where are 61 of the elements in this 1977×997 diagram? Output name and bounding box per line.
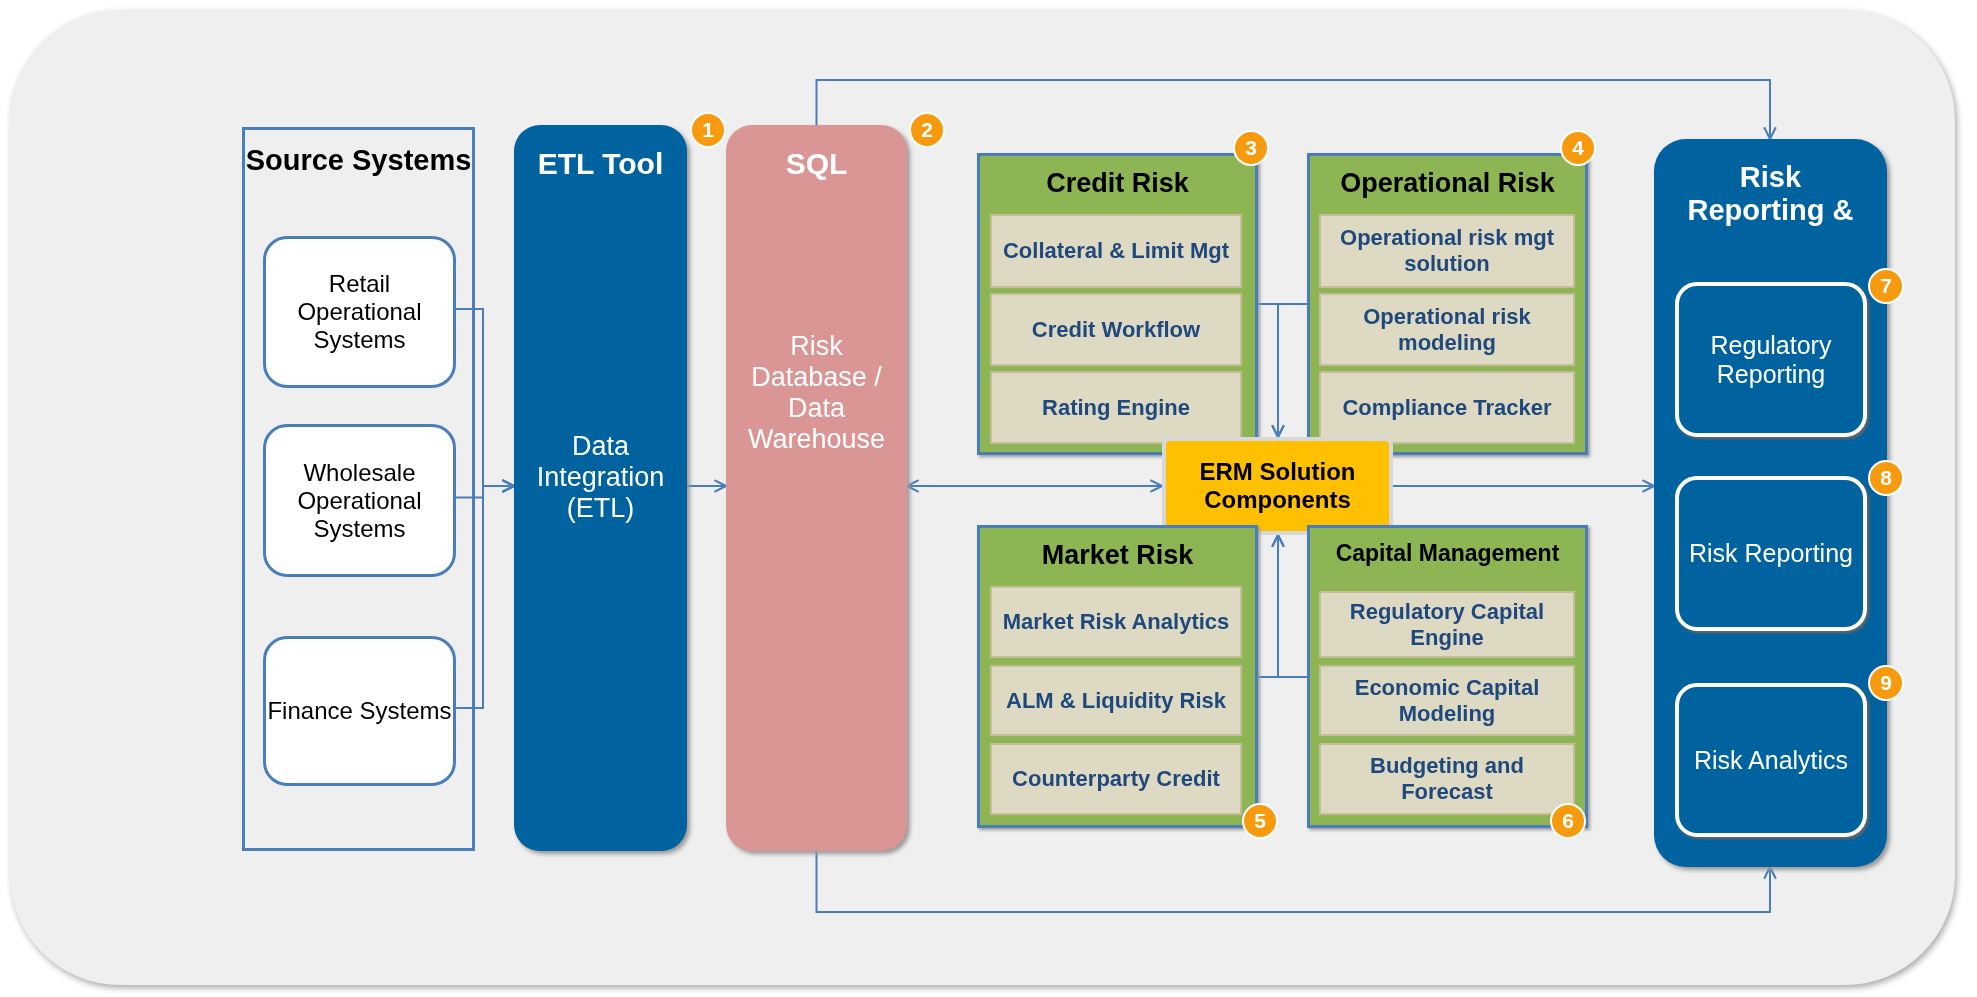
node-label: ERM Solution Components [1198,458,1357,514]
node-label: Operational risk modeling [1362,303,1532,356]
component-box [990,743,1242,815]
node-label: Credit Workflow [1030,316,1202,343]
component-box [990,293,1242,366]
node-label: Collateral & Limit Mgt [1001,238,1231,264]
report-box [1675,683,1867,837]
node-label: Market Risk Analytics [1001,609,1231,635]
node-label: Operational Risk [1340,168,1555,199]
hub-box [1162,437,1393,535]
node-label: Regulatory Reporting [1709,330,1833,389]
node-label: Retail Operational Systems [296,270,423,354]
node-label: Market Risk [1041,540,1194,571]
node-label: Economic Capital Modeling [1353,674,1541,727]
node-label: Source Systems [245,144,472,177]
component-box [990,665,1242,736]
component-box [1319,591,1575,658]
component-box [990,214,1242,288]
node-label: Risk Reporting [1688,539,1854,568]
risk-group-box [1307,153,1588,455]
component-box [1319,293,1575,366]
arrow [905,479,1164,493]
arrow [1271,533,1308,678]
node-label: Capital Management [1335,540,1560,567]
node-label: Finance Systems [267,697,452,725]
node-label: Risk Reporting & [1686,161,1855,227]
node-label: Regulatory Capital Engine [1348,598,1546,651]
arrow [815,79,1777,141]
arrow [686,479,728,493]
component-box [1319,743,1575,815]
node-description: Risk Database / Data Warehouse [746,331,887,455]
node-label: Wholesale Operational Systems [296,458,423,543]
group-box [242,127,475,851]
node-label: Credit Risk [1046,168,1189,199]
arrow [1392,479,1656,493]
node-label: Risk Analytics [1692,745,1850,775]
system-box [263,424,456,577]
component-box [990,371,1242,444]
component-box [1319,665,1575,736]
system-box [263,236,456,388]
arrow [815,850,1777,913]
component-box [1319,371,1575,444]
node-label: ALM & Liquidity Risk [1005,687,1227,714]
node-label: SQL [785,147,848,181]
arrow [1271,303,1308,439]
node-label: Budgeting and Forecast [1369,753,1525,805]
node-description: Data Integration (ETL) [535,431,666,524]
node-label: Operational risk mgt solution [1339,225,1555,277]
node-label: Counterparty Credit [1011,766,1221,792]
component-box [990,586,1242,658]
node-label: Compliance Tracker [1341,394,1553,421]
report-box [1675,282,1867,437]
risk-group-box [1307,525,1588,828]
report-box [1675,476,1867,631]
node-label: Rating Engine [1041,394,1191,421]
system-box [263,636,456,786]
risk-group-box [977,153,1258,455]
tool-column [514,125,687,851]
node-label: ETL Tool [537,147,664,181]
component-box [1319,214,1575,288]
database-column [726,125,907,851]
